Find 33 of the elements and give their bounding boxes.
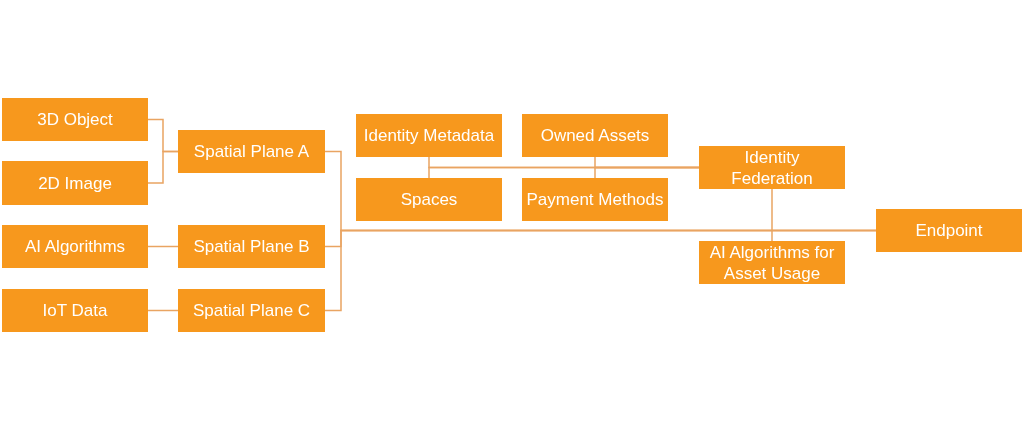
- box-label: IoT Data: [42, 300, 108, 321]
- box-label: 2D Image: [38, 172, 112, 194]
- box-label: Identity Federation: [730, 146, 814, 189]
- process-box: [2, 289, 148, 332]
- box-label: Owned Assets: [540, 125, 650, 146]
- box-label: Spatial Plane A: [193, 141, 310, 162]
- process-box: [699, 146, 845, 189]
- process-box: [876, 209, 1022, 252]
- process-box: [2, 98, 148, 141]
- connector-line: [771, 188, 773, 242]
- box-label: Spatial Plane B: [193, 236, 310, 257]
- connector-line: [594, 166, 700, 179]
- process-box: [356, 178, 502, 221]
- process-box: [522, 114, 668, 157]
- box-label: 3D Object: [37, 109, 113, 130]
- process-box: [178, 289, 325, 332]
- box-label: Spatial Plane C: [192, 300, 311, 321]
- box-label: Endpoint: [915, 220, 983, 241]
- box-label: AI Algorithms for Asset Usage: [708, 241, 836, 284]
- connector-line: [324, 229, 877, 312]
- process-box: [2, 225, 148, 268]
- connector-line: [147, 150, 179, 184]
- process-box: [356, 114, 502, 157]
- box-label: Spaces: [400, 189, 458, 210]
- box-label: Payment Methods: [526, 189, 664, 210]
- process-box: [178, 225, 325, 268]
- box-label: AI Algorithms: [24, 236, 126, 257]
- process-box: [178, 130, 325, 173]
- connector-line: [147, 309, 179, 312]
- box-label: Identity Metadata: [363, 125, 495, 146]
- process-box: [522, 178, 668, 221]
- connector-line: [147, 245, 179, 248]
- process-box: [2, 161, 148, 205]
